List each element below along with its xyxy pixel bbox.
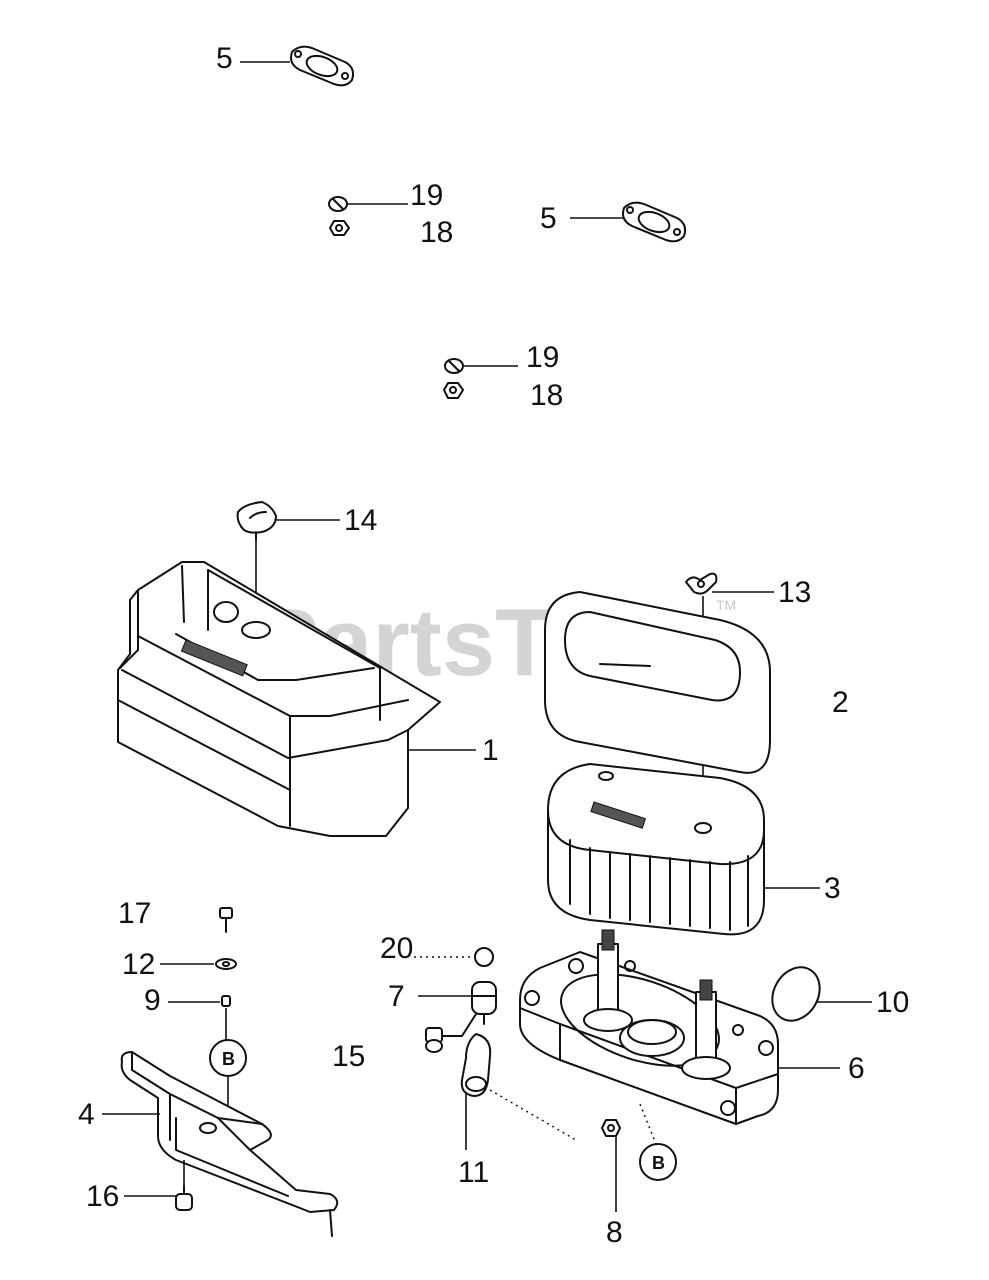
cap[interactable] — [474, 947, 494, 967]
air-cleaner-cover[interactable] — [117, 561, 441, 837]
connector-b-right — [639, 1143, 677, 1181]
callout-11: 11 — [458, 1156, 489, 1189]
gasket-middle[interactable] — [622, 201, 687, 243]
nut-upper[interactable] — [329, 220, 350, 236]
screw[interactable] — [175, 1185, 193, 1211]
callout-2: 2 — [832, 686, 849, 719]
callout-18-lower: 18 — [530, 379, 563, 412]
washer[interactable] — [215, 958, 237, 970]
breather-tube[interactable] — [460, 1033, 492, 1097]
callout-6: 6 — [848, 1052, 865, 1085]
wing-nut[interactable] — [685, 572, 718, 595]
nut-lower[interactable] — [443, 382, 464, 399]
watermark-tm: TM — [716, 597, 736, 613]
connector-b-left-label: B — [222, 1049, 235, 1069]
callout-10: 10 — [876, 986, 909, 1019]
air-cleaner-base[interactable] — [519, 929, 779, 1125]
bracket[interactable] — [120, 1051, 339, 1237]
callout-19-lower: 19 — [526, 341, 559, 374]
o-ring[interactable] — [763, 959, 829, 1029]
callout-12: 12 — [122, 948, 155, 981]
callout-1: 1 — [482, 734, 499, 767]
knob[interactable] — [236, 501, 277, 541]
hose-fitting[interactable] — [425, 1027, 443, 1053]
callout-5-top: 5 — [216, 42, 233, 75]
callout-17: 17 — [118, 897, 151, 930]
small-nut[interactable] — [221, 995, 231, 1007]
callout-9: 9 — [144, 984, 161, 1017]
callout-4: 4 — [78, 1098, 95, 1131]
base-nut[interactable] — [601, 1119, 621, 1137]
lock-washer-upper[interactable] — [328, 196, 348, 212]
connector-b-right-label: B — [652, 1153, 665, 1173]
pre-cleaner[interactable] — [544, 591, 771, 774]
bolt[interactable] — [219, 907, 233, 933]
callout-7: 7 — [388, 980, 405, 1013]
filter-element[interactable] — [547, 763, 765, 936]
gasket-top[interactable] — [290, 45, 355, 87]
callout-3: 3 — [824, 872, 841, 905]
callout-5-middle: 5 — [540, 202, 557, 235]
callout-15: 15 — [332, 1040, 365, 1073]
callout-16: 16 — [86, 1180, 119, 1213]
callout-20: 20 — [380, 932, 413, 965]
callout-19-upper: 19 — [410, 179, 443, 212]
callout-8: 8 — [606, 1216, 623, 1249]
callout-14: 14 — [344, 504, 377, 537]
lock-washer-lower[interactable] — [444, 358, 464, 374]
callout-18-upper: 18 — [420, 216, 453, 249]
callout-13: 13 — [778, 576, 811, 609]
breather-valve[interactable] — [471, 981, 497, 1025]
